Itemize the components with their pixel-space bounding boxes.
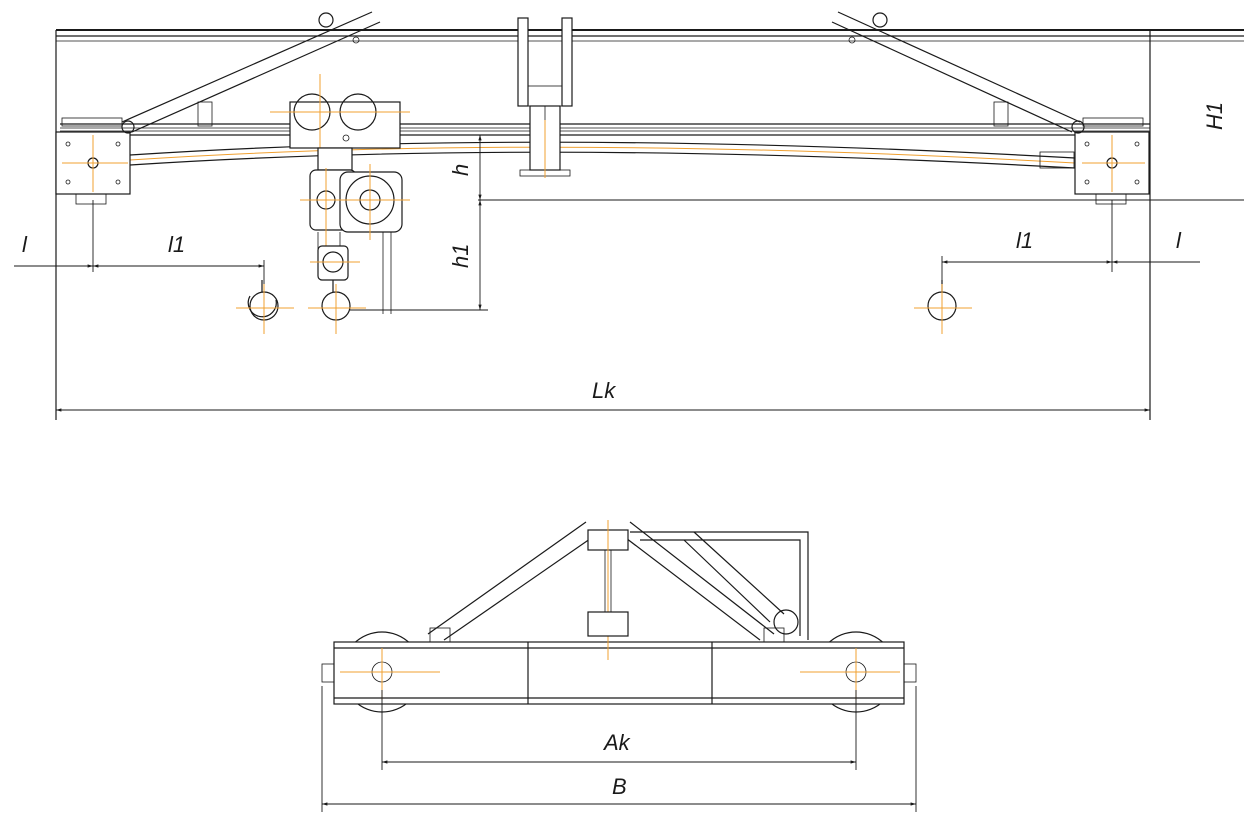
label-B: B [612, 774, 627, 799]
label-l1-left: l1 [168, 232, 185, 257]
label-l-left: l [22, 232, 28, 257]
label-l-right: l [1176, 228, 1182, 253]
hook-right-position [914, 280, 972, 334]
label-H1: H1 [1202, 102, 1227, 130]
label-h1: h1 [448, 244, 473, 268]
side-bracket [630, 531, 809, 640]
label-Lk: Lk [592, 378, 616, 403]
tension-rod [129, 141, 1076, 169]
left-diagonal-brace [121, 11, 381, 134]
trolley [270, 74, 410, 171]
hook-left-position [236, 280, 294, 334]
label-h: h [448, 164, 473, 176]
label-Ak: Ak [602, 730, 631, 755]
runway-beam [55, 29, 1244, 420]
right-diagonal-brace [831, 11, 1085, 134]
a-frame-braces [427, 520, 785, 660]
center-hanger [517, 17, 573, 178]
end-view: Ak B [321, 520, 917, 812]
right-end-carriage [1039, 117, 1150, 205]
side-elevation-view: l l1 h h1 H1 l1 l Lk [14, 11, 1244, 420]
end-carriage-beam [321, 641, 917, 705]
chain-hoist [300, 164, 410, 314]
bridge-girder [60, 123, 1150, 136]
left-end-carriage [55, 117, 131, 205]
label-l1-right: l1 [1016, 228, 1033, 253]
hook-hoist [308, 280, 366, 334]
